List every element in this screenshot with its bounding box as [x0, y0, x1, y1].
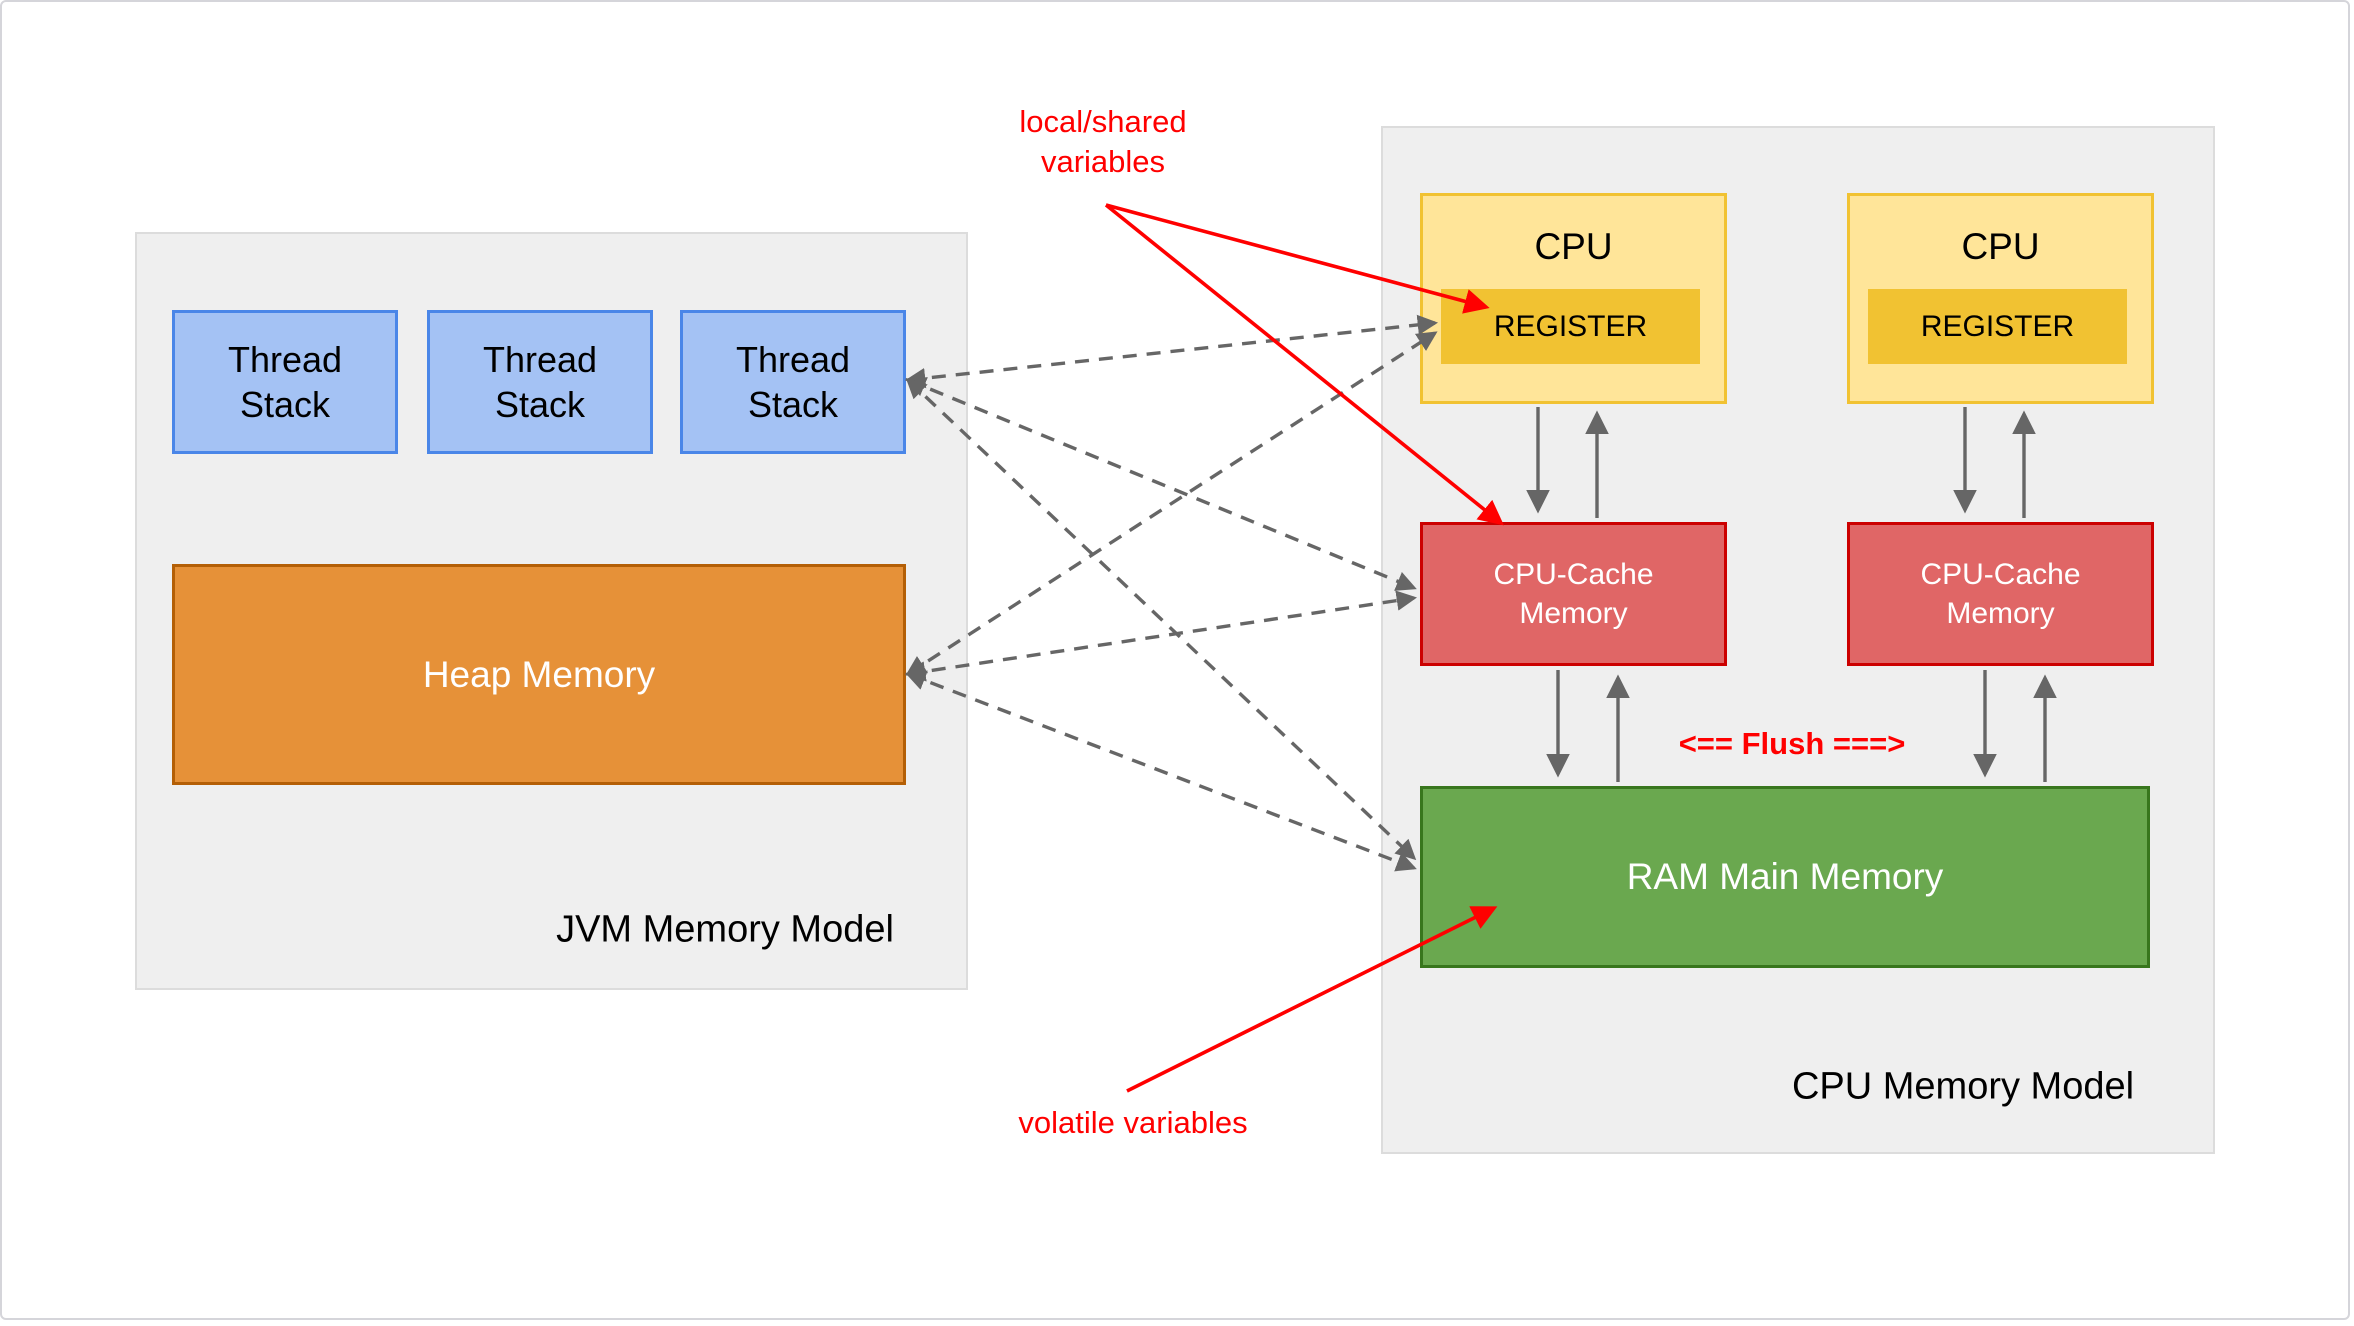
dashed-link-threadstack-ram	[905, 377, 1417, 861]
heap-memory-box: Heap Memory	[172, 564, 906, 785]
jvm-memory-model-title: JVM Memory Model	[556, 908, 894, 951]
dashed-link-threadstack-cache	[905, 377, 1417, 591]
volatile-variables-note: volatile variables	[1018, 1105, 1248, 1140]
dashed-link-heap-register	[905, 331, 1438, 676]
heap-memory-label: Heap Memory	[422, 653, 656, 695]
cpu-cache-label-line2: Memory	[1519, 597, 1628, 630]
cpu-cache-box-1: CPU-Cache Memory	[1420, 522, 1727, 666]
thread-stack-label-line2: Stack	[494, 384, 586, 425]
dashed-link-heap-cache	[904, 590, 1418, 682]
thread-stack-label-line1: Thread	[735, 339, 851, 380]
thread-stack-box-1: Thread Stack	[172, 310, 398, 454]
cpu-cache-label-line1: CPU-Cache	[1920, 558, 2081, 591]
ram-main-memory-box: RAM Main Memory	[1420, 786, 2150, 968]
dashed-link-threadstack-register	[904, 314, 1439, 389]
thread-stack-label-line2: Stack	[239, 384, 331, 425]
thread-stack-label-line1: Thread	[482, 339, 598, 380]
cpu-label: CPU	[1534, 226, 1613, 267]
dashed-link-heap-ram	[905, 670, 1417, 872]
register-label: REGISTER	[1920, 309, 2075, 343]
thread-stack-label-line2: Stack	[747, 384, 839, 425]
flush-note: <== Flush ===>	[1678, 726, 1906, 761]
cpu-cache-box-2: CPU-Cache Memory	[1847, 522, 2154, 666]
ram-main-memory-label: RAM Main Memory	[1626, 856, 1944, 897]
cpu-label: CPU	[1961, 226, 2040, 267]
local-shared-note-line2: variables	[1040, 144, 1166, 179]
cpu-cache-label-line1: CPU-Cache	[1493, 558, 1654, 591]
cpu-memory-model-title: CPU Memory Model	[1791, 1065, 2135, 1108]
thread-stack-box-3: Thread Stack	[680, 310, 906, 454]
local-shared-note-line1: local/shared	[1019, 104, 1187, 139]
register-label: REGISTER	[1493, 309, 1648, 343]
thread-stack-box-2: Thread Stack	[427, 310, 653, 454]
register-box-1: REGISTER	[1441, 289, 1700, 364]
register-box-2: REGISTER	[1868, 289, 2127, 364]
thread-stack-label-line1: Thread	[227, 339, 343, 380]
cpu-cache-label-line2: Memory	[1946, 597, 2055, 630]
local-shared-variables-note: local/shared variables	[1019, 102, 1186, 182]
